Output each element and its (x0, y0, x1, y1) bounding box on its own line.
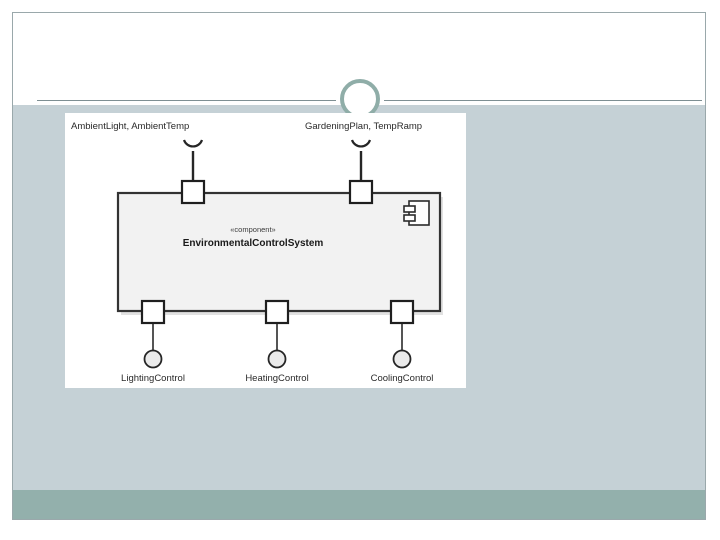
component-name: EnvironmentalControlSystem (183, 238, 324, 249)
ring-gap-right (376, 97, 384, 101)
component-stereotype: «component» (230, 225, 275, 234)
provided-interface-label-lighting: LightingControl (121, 373, 185, 384)
slide-border-frame (12, 12, 706, 520)
provided-interface-label-cooling: CoolingControl (371, 373, 434, 384)
slide-left-accent-stripe (13, 105, 37, 490)
port-lighting (140, 299, 166, 325)
slide-footer-band (13, 490, 705, 519)
port-cooling (389, 299, 415, 325)
uml-component-icon (403, 200, 430, 226)
provided-interface-label-heating: HeatingControl (245, 373, 308, 384)
required-interface-label-ambient: AmbientLight, AmbientTemp (71, 121, 189, 132)
port-gardening (348, 179, 374, 205)
port-ambient (180, 179, 206, 205)
uml-component-diagram-image: AmbientLight, AmbientTemp GardeningPlan,… (65, 113, 466, 388)
port-heating (264, 299, 290, 325)
required-interface-label-gardening: GardeningPlan, TempRamp (305, 121, 422, 132)
component-box (116, 191, 442, 313)
